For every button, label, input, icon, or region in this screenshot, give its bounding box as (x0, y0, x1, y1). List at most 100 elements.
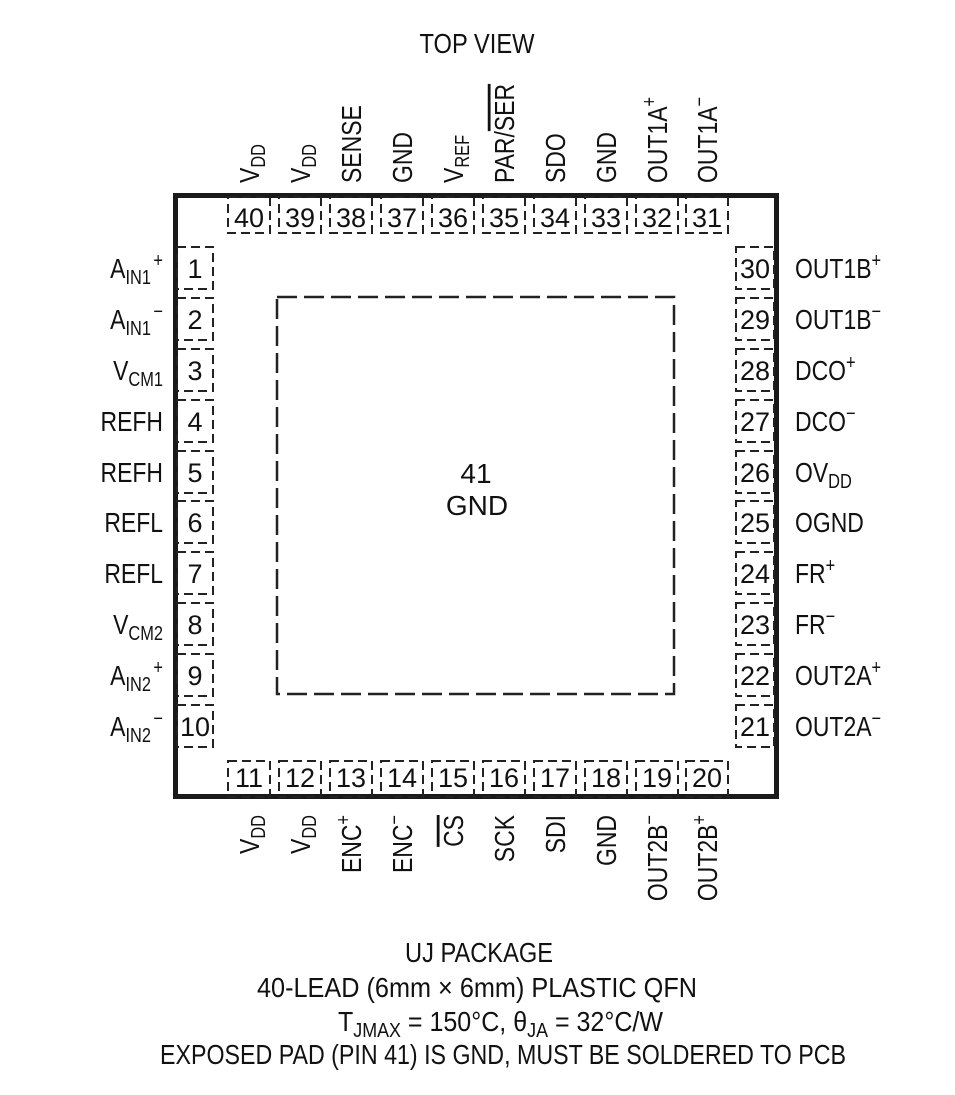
pin-14: 14 ENC− (380, 760, 424, 873)
package-body-outline (173, 193, 779, 799)
pin-name-superscript: − (382, 815, 405, 825)
pin-name-superscript: + (846, 350, 856, 373)
top-pin-row: 40 VDD 39 VDD 38 SENSE 37 GND 36 VREF 35… (227, 84, 729, 234)
pin-2: 2 AIN1− (110, 297, 214, 341)
pin-name: REFL (104, 559, 163, 590)
pin-13: 13 ENC+ (329, 760, 373, 873)
pin-name: OUT2A− (795, 706, 881, 742)
pin-number: 29 (740, 305, 770, 335)
pin-pad-outline (735, 246, 775, 290)
pin-28: 28 DCO+ (735, 348, 856, 392)
pin-name: CS (439, 815, 470, 847)
pin-number: 10 (180, 712, 210, 742)
pin-number: 14 (387, 763, 417, 793)
right-pin-column: 30 OUT1B+ 29 OUT1B− 28 DCO+ 27 DCO− 26 O… (735, 246, 881, 748)
pin-name-main: A (110, 661, 126, 692)
pin-number: 18 (591, 763, 621, 793)
pin-name-main: OUT1A (643, 106, 674, 183)
pin-name: SCK (490, 815, 521, 862)
pin-34: 34 SDO (533, 133, 577, 234)
pin-name-superscript: − (872, 706, 882, 729)
pin-27: 27 DCO− (735, 399, 856, 443)
pin-pad-outline (482, 760, 526, 798)
pin-name-superscript: − (826, 604, 836, 627)
pin-name-main: V (286, 168, 317, 183)
pin-number: 2 (187, 305, 202, 335)
pin-5: 5 REFH (101, 450, 214, 494)
pin-name: VCM2 (113, 610, 163, 644)
pin-name: OUT2B+ (687, 815, 723, 901)
pin-4: 4 REFH (101, 399, 214, 443)
package-name: UJ PACKAGE (405, 937, 553, 968)
pin-name: OUT1A− (687, 97, 723, 183)
pin-number: 16 (489, 763, 519, 793)
pin-name: VREF (439, 135, 473, 183)
pin-pad-outline (176, 602, 214, 646)
pin-pad-outline (431, 196, 475, 234)
pin-name: SENSE (337, 105, 368, 183)
pin-number: 9 (187, 661, 202, 691)
pin-name-main: V (235, 168, 266, 183)
pin-name-subscript: IN2 (125, 723, 151, 746)
pin-name-main: OUT2A (795, 661, 872, 692)
pin-name-main: REFL (104, 559, 163, 590)
pin-pad-outline (584, 196, 628, 234)
pin-pad-outline (482, 196, 526, 234)
pin-name-main: V (113, 610, 128, 641)
pin-name: SDI (541, 815, 572, 853)
pin-name: VCM1 (113, 356, 163, 390)
pin-name: GND (592, 132, 623, 183)
pin-name: AIN2+ (110, 655, 163, 695)
pin-12: 12 VDD (278, 760, 322, 854)
pin-pad-outline (735, 551, 775, 595)
view-label: TOP VIEW (420, 28, 535, 59)
left-pin-column: 1 AIN1+ 2 AIN1− 3 VCM1 4 REFH 5 REFH 6 R… (101, 246, 214, 748)
pin-name-main: OUT2A (795, 712, 872, 743)
pin-name-main: GND (592, 132, 623, 183)
pin-name-main: REFH (101, 458, 163, 489)
pin-name: GND (592, 815, 623, 866)
pin-name-main: OUT2B (693, 825, 724, 902)
pin-40: 40 VDD (227, 144, 271, 234)
pin-17: 17 SDI (533, 760, 577, 853)
pin-7: 7 REFL (104, 551, 214, 595)
pin-number: 19 (642, 763, 672, 793)
pin-name-main: A (110, 305, 126, 336)
pin-pad-outline (735, 653, 775, 697)
pin-name: AIN1− (110, 299, 163, 339)
pin-name-main: SDI (541, 815, 572, 853)
pin-name-main: GND (388, 132, 419, 183)
pin-name-subscript: DD (297, 815, 320, 839)
pin-pad-outline (380, 196, 424, 234)
pin-22: 22 OUT2A+ (735, 653, 881, 697)
pin-name: OUT1A+ (637, 97, 673, 183)
pin-name-main: DCO (795, 356, 846, 387)
pin-pad-outline (735, 450, 775, 494)
package-caption: UJ PACKAGE 40-LEAD (6mm × 6mm) PLASTIC Q… (160, 937, 846, 1070)
pin-21: 21 OUT2A− (735, 704, 881, 748)
pin-name: DCO+ (795, 350, 856, 386)
pin-name-main: SENSE (337, 105, 368, 183)
pin-name-main: OUT1B (795, 305, 872, 336)
tjmax-symbol: T (338, 1006, 353, 1037)
pin-name: OUT2B− (637, 815, 673, 901)
pin-number: 34 (540, 203, 570, 233)
pin-pad-outline (685, 196, 729, 234)
pin-pad-outline (329, 760, 373, 798)
pin-pad-outline (380, 760, 424, 798)
pin-name-main: V (113, 356, 128, 387)
pin-number: 17 (540, 763, 570, 793)
exposed-pad-outline (275, 295, 676, 696)
pin-name: OVDD (795, 458, 852, 492)
pin-pad-outline (735, 297, 775, 341)
pin-16: 16 SCK (482, 760, 526, 862)
pin-number: 25 (740, 508, 770, 538)
pin-number: 22 (740, 661, 770, 691)
pin-name-subscript: CM1 (128, 367, 163, 390)
pin-name-active-low: CS (439, 815, 470, 847)
pin-number: 40 (234, 203, 264, 233)
pin-name-main: OUT2B (643, 825, 674, 902)
pin-pad-outline (227, 196, 271, 234)
pin-11: 11 VDD (227, 760, 271, 854)
pin-number: 35 (489, 203, 519, 233)
